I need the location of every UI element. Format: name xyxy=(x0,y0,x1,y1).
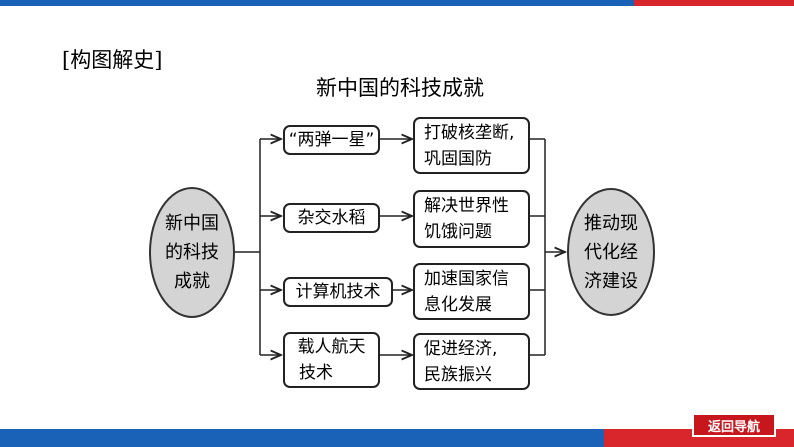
impact-label-2a: 解决世界性 xyxy=(424,196,509,216)
impact-label-1b: 巩固国防 xyxy=(424,148,492,169)
impact-label-3a: 加速国家信 xyxy=(424,268,509,289)
achievement-box-4: 载人航天 技术 xyxy=(283,332,380,388)
target-label: 推动现 代化经 济建设 xyxy=(584,212,638,292)
diagram-title: 新中国的科技成就 xyxy=(316,76,484,100)
top-decor-bar xyxy=(0,0,794,6)
target-ellipse: 推动现 代化经 济建设 xyxy=(567,188,655,316)
achievement-box-1: “两弹一星” xyxy=(283,125,380,155)
source-label: 新中国 的科技 成就 xyxy=(165,213,219,292)
impact-label-3b: 息化发展 xyxy=(424,294,492,315)
impact-box-3: 加速国家信 息化发展 xyxy=(413,263,530,320)
top-bar-blue xyxy=(0,0,634,6)
impact-label-2b: 饥饿问题 xyxy=(424,222,492,242)
impact-box-1: 打破核垄断, 巩固国防 xyxy=(413,117,530,174)
source-ellipse: 新中国 的科技 成就 xyxy=(149,187,235,318)
top-bar-red xyxy=(634,0,794,6)
impact-box-4: 促进经济, 民族振兴 xyxy=(413,333,530,390)
bottom-bar-blue xyxy=(0,429,604,447)
achievement-label-4a: 载人航天 xyxy=(297,337,366,357)
achievement-label-2: 杂交水稻 xyxy=(297,208,366,228)
bottom-decor-bar xyxy=(0,429,794,447)
impact-label-4b: 民族振兴 xyxy=(424,364,492,385)
achievement-label-1: “两弹一星” xyxy=(288,130,375,150)
achievement-box-2: 杂交水稻 xyxy=(283,203,380,233)
section-label: [构图解史] xyxy=(62,48,163,72)
achievement-label-3: 计算机技术 xyxy=(295,282,381,302)
achievement-label-4b: 技术 xyxy=(299,363,333,383)
achievement-box-3: 计算机技术 xyxy=(283,277,393,307)
impact-label-4a: 促进经济, xyxy=(424,338,498,359)
impact-box-2: 解决世界性 饥饿问题 xyxy=(413,190,530,248)
impact-label-1a: 打破核垄断, xyxy=(424,122,515,143)
back-to-nav-button[interactable]: 返回导航 xyxy=(692,413,776,437)
